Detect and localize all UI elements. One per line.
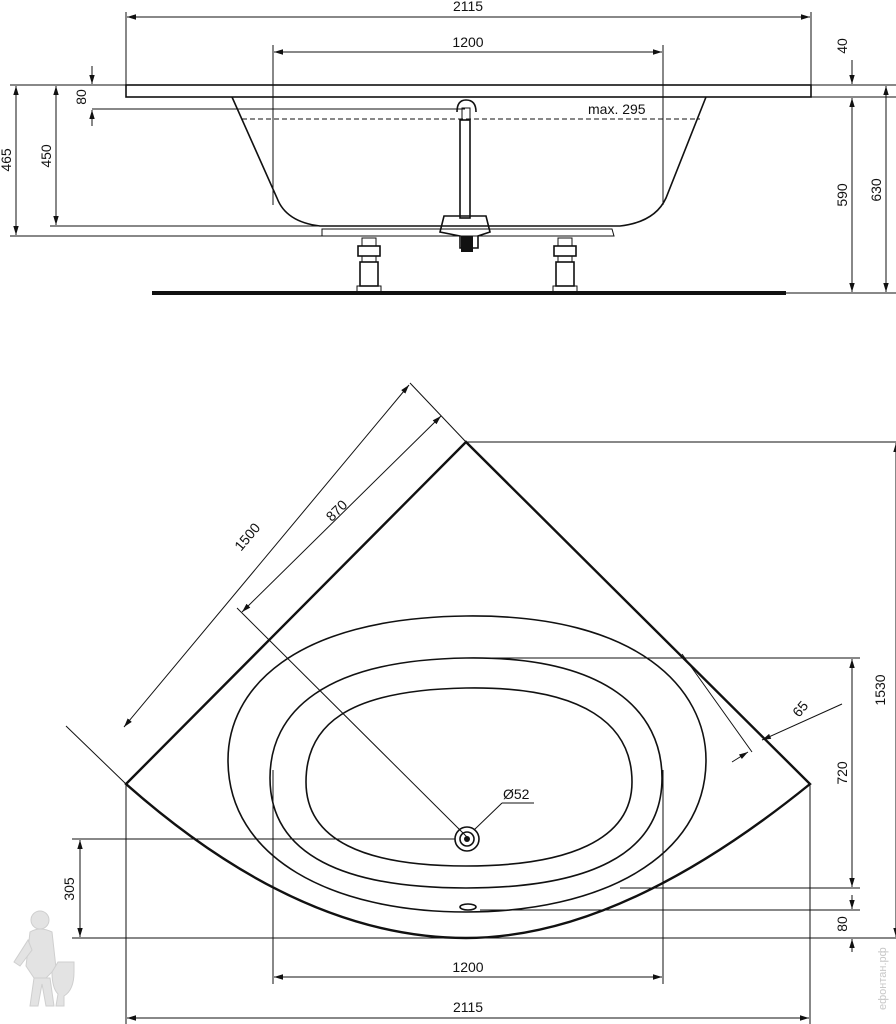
- dim-1200-top: 1200: [452, 34, 483, 50]
- plumber-mascot-icon: [13, 910, 75, 1007]
- plan-basin-outer: [269, 657, 663, 889]
- overflow-hole: [459, 903, 477, 911]
- dim-40: 40: [834, 38, 850, 54]
- side-view: 2115 1200 max. 295 40 590 630 465 450 80: [0, 0, 896, 295]
- dim-2115-top: 2115: [453, 0, 483, 14]
- dim-line-870: [241, 415, 442, 613]
- dim-450: 450: [38, 144, 54, 168]
- watermark-text: ефонтан.рф: [877, 947, 889, 1010]
- dim-720: 720: [834, 761, 850, 785]
- dim-2115-bottom: 2115: [453, 999, 483, 1015]
- dim-630: 630: [868, 178, 884, 202]
- dim-870: 870: [323, 496, 351, 524]
- dim-80-side: 80: [73, 89, 89, 105]
- dim-1530: 1530: [872, 674, 888, 705]
- right-foot: [552, 237, 578, 293]
- plan-outer-ring: [227, 615, 707, 913]
- dim-max-water: max. 295: [588, 101, 646, 117]
- dim-drain-diameter: Ø52: [503, 786, 530, 802]
- dim-80-plan: 80: [834, 916, 850, 932]
- dim-465: 465: [0, 148, 14, 172]
- dim-1200-bottom: 1200: [452, 959, 483, 975]
- side-base-skid: [321, 228, 615, 237]
- dim-590: 590: [834, 183, 850, 207]
- plan-view: 1500 870 65 Ø52 1530 720 80 305: [61, 382, 896, 1024]
- dim-1500: 1500: [231, 520, 263, 554]
- side-tub-body: [231, 96, 707, 227]
- side-rim: [125, 84, 812, 98]
- left-foot: [356, 237, 382, 293]
- plan-basin-inner: [305, 687, 633, 867]
- dim-305: 305: [61, 877, 77, 901]
- dim-line-65: [761, 703, 843, 741]
- dim-65: 65: [789, 698, 811, 720]
- waste-pipe: [439, 99, 491, 252]
- drain: [454, 826, 480, 852]
